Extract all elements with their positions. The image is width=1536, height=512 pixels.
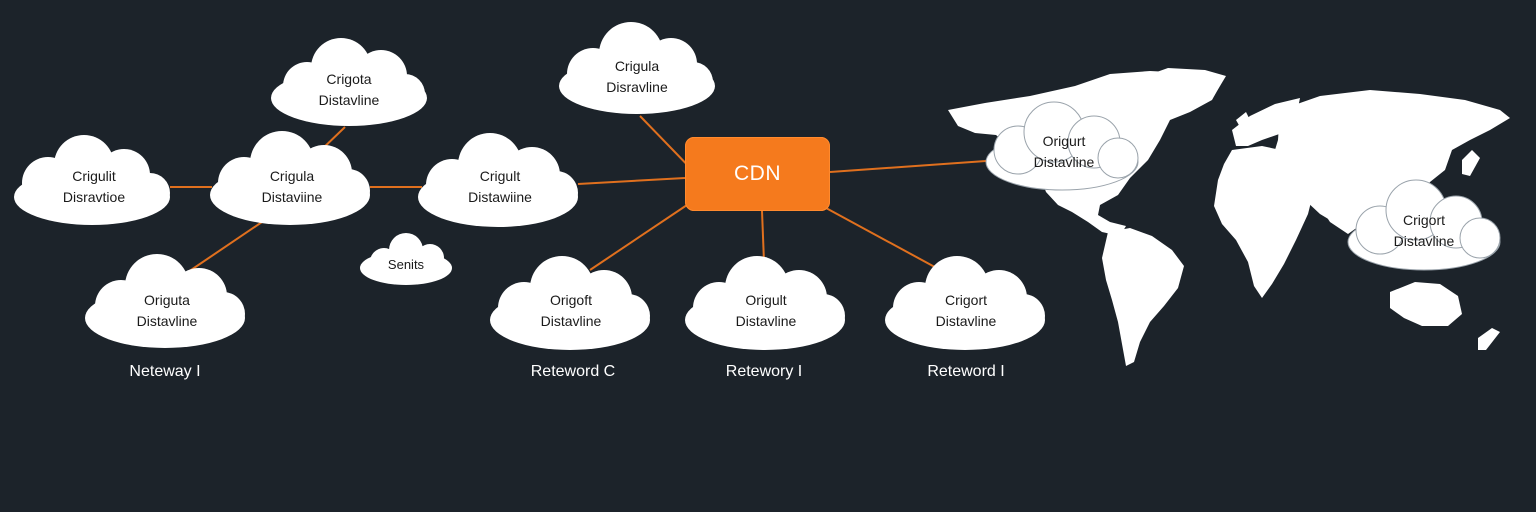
clouds (14, 22, 1501, 350)
cloud-left-top (271, 38, 427, 126)
map-new-zealand (1478, 328, 1500, 350)
connector-cdn-bottom1 (589, 202, 691, 271)
map-africa (1214, 146, 1314, 298)
cloud-bottom-3 (885, 256, 1045, 350)
network-label-left: Neteway I (129, 363, 201, 380)
connector-leftinner-cdn (577, 177, 686, 185)
cloud-small (360, 233, 452, 285)
cloud-map-asia (1347, 179, 1501, 271)
network-label-bottom-2: Retewory I (725, 363, 803, 380)
network-label-bottom-3: Reteword I (927, 363, 1005, 380)
cdn-hub: CDN (685, 137, 830, 211)
network-label-bottom-1: Reteword C (530, 363, 616, 380)
connector-cdn-bottom2 (761, 210, 765, 263)
cloud-top-center (559, 22, 715, 114)
map-south-asia (1312, 178, 1362, 234)
connector-cdn-map (829, 159, 1001, 173)
cloud-left-far (14, 135, 170, 225)
connector-cdn-bottom3 (825, 207, 945, 273)
cloud-bottom-1 (490, 256, 650, 350)
map-australia (1390, 282, 1462, 326)
map-greenland (1140, 68, 1226, 114)
cdn-hub-label: CDN (734, 162, 781, 185)
map-uk (1236, 112, 1252, 134)
map-south-america (1102, 228, 1184, 366)
connector-leftcenter-leftbottom (187, 221, 263, 273)
cloud-left-bottom (85, 254, 245, 348)
cloud-bottom-2 (685, 256, 845, 350)
map-japan (1462, 150, 1480, 176)
cloud-left-center (210, 131, 370, 225)
cloud-left-inner (418, 133, 578, 227)
cloud-map-north-america (985, 101, 1139, 191)
